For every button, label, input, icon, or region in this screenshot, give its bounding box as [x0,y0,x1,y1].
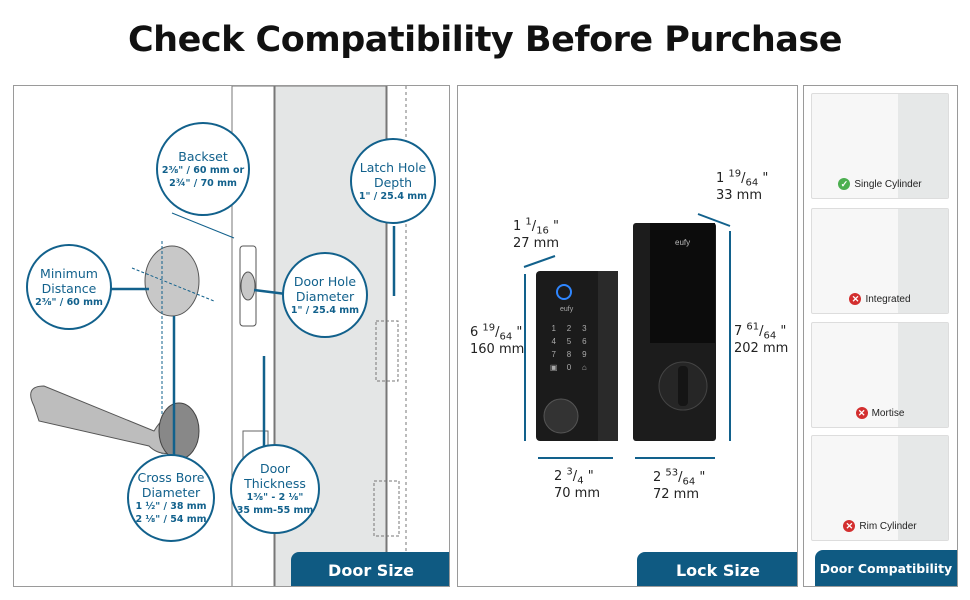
x-icon: ✕ [849,293,862,305]
dim-num: 3 [566,466,573,478]
dim-num: 1 [525,216,532,228]
compat-label: Single Cylinder [854,178,922,190]
backset-callout: Backset 2⅜" / 60 mm or 2¾" / 70 mm [156,122,250,216]
thickness-label-1: Door [259,461,291,476]
cross-bore-callout: Cross Bore Diameter 1 ½" / 38 mm 2 ⅛" / … [127,454,215,542]
dim-den: 64 [499,331,513,343]
dim-num: 19 [482,322,496,334]
dim-den: 64 [682,476,696,488]
dim-mm: 27 mm [513,236,560,251]
thickness-label-2: Thickness [244,476,306,491]
x-icon: ✕ [843,520,856,532]
cross-bore-label-2: Diameter [141,485,201,500]
dim-num: 61 [746,321,760,333]
thickness-value-1: 1⅜" - 2 ⅛" [246,492,304,503]
key: 5 [566,337,572,346]
dim-mm: 70 mm [554,486,601,501]
min-distance-callout: Minimum Distance 2⅜" / 60 mm [26,244,112,330]
back-height-dim: 7 61/64 "202 mm [734,321,789,356]
latch-hole-value: 1" / 25.4 mm [358,190,428,202]
cross-bore-label-1: Cross Bore [137,470,205,485]
dim-whole: 2 [554,469,563,484]
back-width-dim: 2 53/64 "72 mm [653,467,706,502]
cross-bore-value-1: 1 ½" / 38 mm [135,501,207,512]
latch-hole-label-1: Latch Hole [359,159,427,175]
dim-den: 64 [763,330,777,342]
dim-mm: 72 mm [653,487,700,502]
brand-logo-front: eufy [560,306,574,313]
lock-key-icon: ▣ [549,363,558,372]
check-icon: ✓ [838,178,851,190]
front-height-dim: 6 19/64 "160 mm [470,322,525,357]
front-width-dim: 2 3/4 "70 mm [554,466,601,501]
compat-label: Integrated [865,293,911,305]
home-key-icon: ⌂ [581,363,587,372]
key: 8 [566,350,572,359]
cross-bore-hole [144,245,200,317]
door-hole-label-2: Diameter [295,288,355,304]
thickness-value-2: 35 mm-55 mm [236,505,314,516]
lock-illustration [523,213,731,459]
latch-hole-callout: Latch Hole Depth 1" / 25.4 mm [350,138,436,224]
key: 7 [551,350,556,359]
dim-num: 19 [728,168,742,180]
compat-card-single-cylinder: ✓Single Cylinder [811,93,949,199]
key: 3 [582,324,587,333]
dim-den: 64 [745,177,759,189]
compat-label: Rim Cylinder [859,520,917,532]
dim-whole: 1 [513,219,522,234]
door-size-panel: Backset 2⅜" / 60 mm or 2¾" / 70 mm Minim… [13,85,450,587]
latch-hole-label-2: Depth [373,174,413,190]
dim-whole: 6 [470,325,479,340]
key: 4 [551,337,556,346]
key: 0 [566,363,572,372]
dim-mm: 33 mm [716,188,763,203]
door-hole-value: 1" / 25.4 mm [290,304,360,316]
compat-card-mortise: ✕Mortise [811,322,949,428]
dim-mm: 202 mm [734,341,789,356]
brand-logo-back: eufy [675,238,691,247]
door-hole-label-1: Door Hole [293,273,357,289]
front-knob [543,398,579,434]
dim-den: 16 [536,225,549,237]
dim-num: 53 [665,467,679,479]
dim-den: 4 [577,475,584,487]
lock-size-tab: Lock Size [637,552,797,586]
x-icon: ✕ [855,407,868,419]
door-thickness-callout: Door Thickness 1⅜" - 2 ⅛" 35 mm-55 mm [230,444,320,534]
back-depth-dim: 1 19/64 "33 mm [716,168,769,203]
page-title: Check Compatibility Before Purchase [128,20,842,60]
backset-label: Backset [178,148,228,164]
compat-label: Mortise [871,407,905,419]
door-compatibility-tab: Door Compatibility [815,550,957,586]
key: 1 [551,324,556,333]
dim-mm: 160 mm [470,342,525,357]
min-distance-label-1: Minimum [40,265,98,281]
fingerprint-sensor [556,284,572,300]
key: 9 [582,350,587,359]
key: 2 [566,324,572,333]
key: 6 [582,337,587,346]
door-hole-callout: Door Hole Diameter 1" / 25.4 mm [282,252,368,338]
front-lock-body [536,271,618,441]
compat-card-integrated: ✕Integrated [811,208,949,314]
compat-card-rim-cylinder: ✕Rim Cylinder [811,435,949,541]
door-size-tab: Door Size [291,552,449,586]
dim-whole: 7 [734,324,743,339]
backset-value-2: 2¾" / 70 mm [169,177,237,189]
front-depth-dim: 1 1/16 "27 mm [513,216,560,251]
dim-whole: 2 [653,470,662,485]
dim-whole: 1 [716,171,725,186]
backset-value-1: 2⅜" / 60 mm or [161,164,245,176]
cross-bore-value-2: 2 ⅛" / 54 mm [135,514,207,525]
min-distance-value: 2⅜" / 60 mm [35,296,103,308]
min-distance-label-2: Distance [41,280,97,296]
keypad: 1 2 3 4 5 6 7 8 9 ▣ 0 ⌂ [546,324,592,373]
